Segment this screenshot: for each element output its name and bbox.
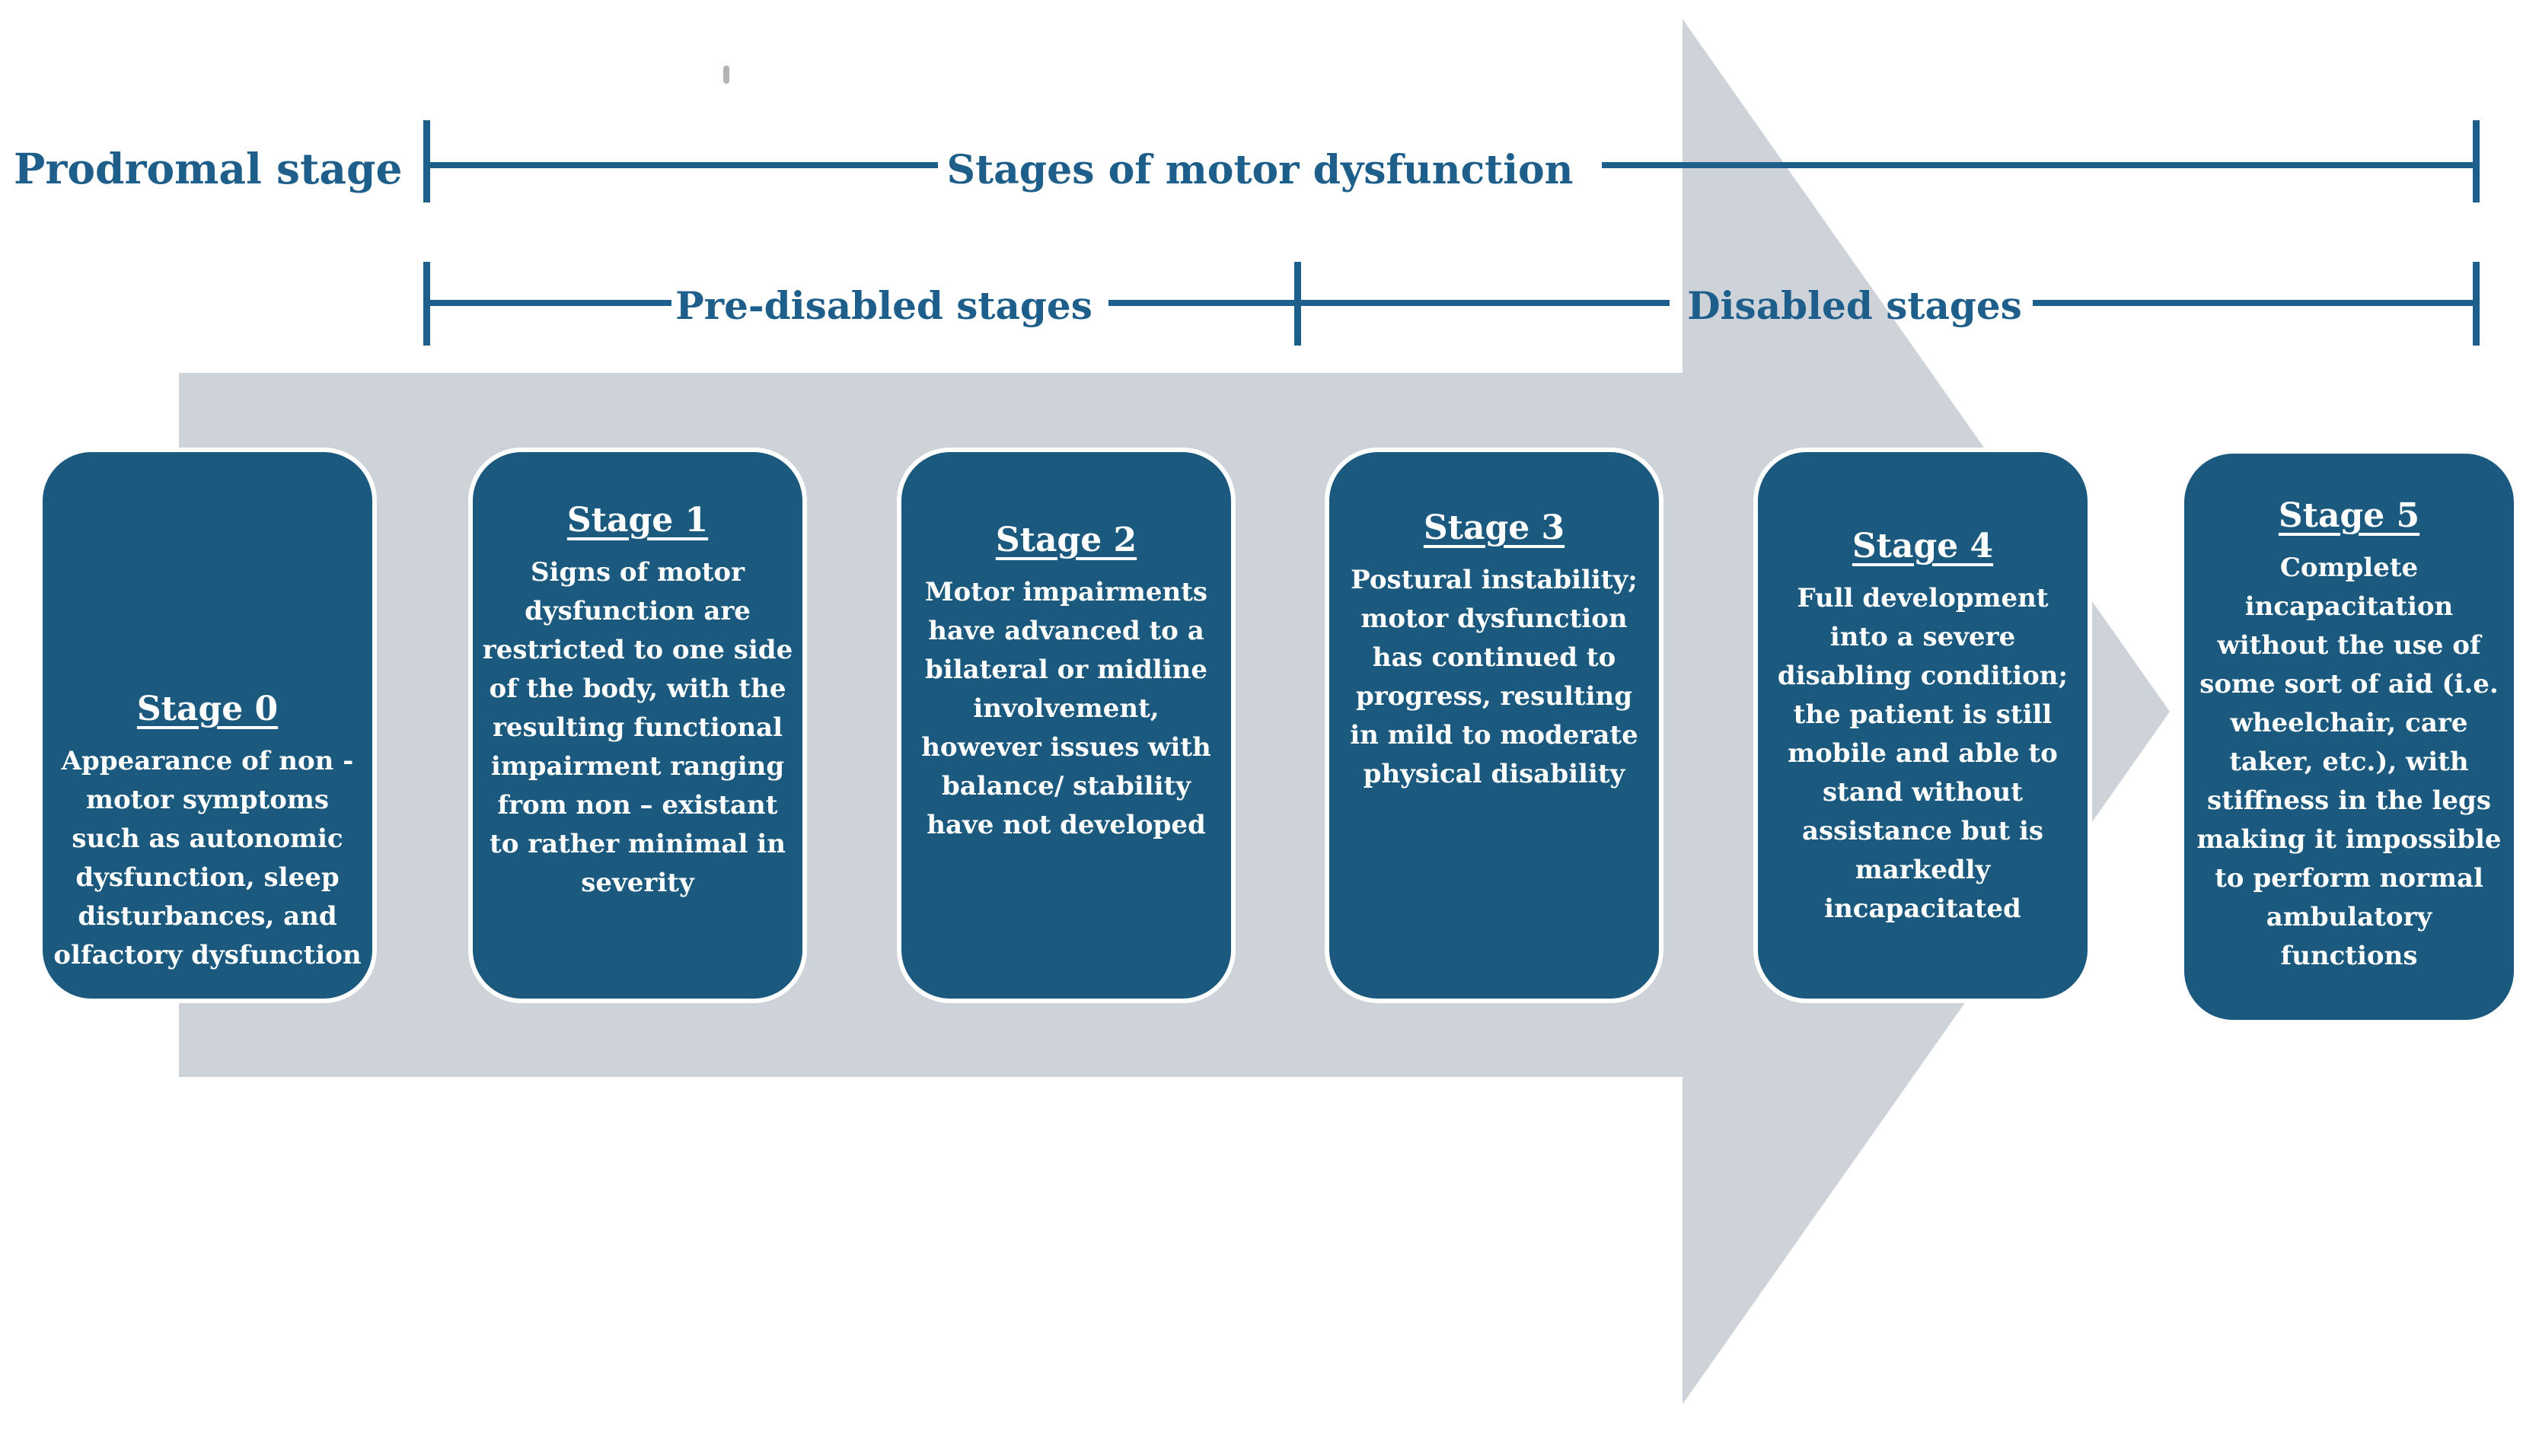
- stage-description: Motor impairments have advanced to a bil…: [921, 577, 1211, 840]
- disabled-bracket-right-tick: [2473, 262, 2480, 346]
- stage-content: Stage 4 Full development into a severe d…: [1758, 452, 2088, 999]
- motor-dysfunction-label: Stages of motor dysfunction: [946, 147, 1574, 193]
- stage-box-4: Stage 4 Full development into a severe d…: [1753, 448, 2092, 1003]
- stage-content: Stage 2 Motor impairments have advanced …: [901, 452, 1231, 999]
- stage-title: Stage 5: [2278, 496, 2420, 535]
- disabled-stages-label: Disabled stages: [1687, 283, 2022, 328]
- predisabled-bracket-left-tick: [423, 262, 430, 346]
- motor-bracket-line-left: [426, 162, 938, 168]
- stage-title: Stage 4: [1852, 527, 1994, 566]
- stage-title: Stage 3: [1423, 508, 1565, 547]
- stage-description: Postural instability; motor dysfunction …: [1350, 565, 1638, 789]
- stage-content: Stage 3 Postural instability; motor dysf…: [1329, 452, 1659, 999]
- stage-title: Stage 2: [995, 521, 1137, 559]
- stage-box-1: Stage 1 Signs of motor dysfunction are r…: [468, 448, 807, 1003]
- motor-bracket-right-tick: [2473, 120, 2480, 202]
- stage-box-2: Stage 2 Motor impairments have advanced …: [897, 448, 1236, 1003]
- predisabled-bracket-line-right: [1108, 300, 1670, 306]
- stage-content: Stage 0 Appearance of non - motor sympto…: [43, 452, 372, 999]
- stage-title: Stage 1: [566, 501, 709, 540]
- artifact-mark: [723, 65, 729, 84]
- disabled-bracket-line-right: [2033, 300, 2477, 306]
- stage-content: Stage 1 Signs of motor dysfunction are r…: [473, 452, 802, 999]
- motor-bracket-line-right: [1602, 162, 2477, 168]
- stage-description: Signs of motor dysfunction are restricte…: [482, 557, 793, 898]
- stage-title: Stage 0: [136, 690, 279, 728]
- stage-content: Stage 5 Complete incapacitation without …: [2184, 454, 2514, 1020]
- stage-divider-tick: [1294, 262, 1301, 346]
- stage-box-3: Stage 3 Postural instability; motor dysf…: [1325, 448, 1663, 1003]
- prodromal-stage-label: Prodromal stage: [14, 144, 403, 193]
- pre-disabled-stages-label: Pre-disabled stages: [675, 283, 1092, 328]
- stage-box-0: Stage 0 Appearance of non - motor sympto…: [38, 448, 377, 1003]
- stage-description: Appearance of non - motor symptoms such …: [53, 746, 362, 970]
- stage-box-5: Stage 5 Complete incapacitation without …: [2180, 449, 2518, 1024]
- stage-description: Full development into a severe disabling…: [1777, 583, 2069, 924]
- stage-description: Complete incapacitation without the use …: [2196, 553, 2502, 971]
- predisabled-bracket-line-left: [430, 300, 671, 306]
- motor-bracket-left-tick: [423, 120, 430, 202]
